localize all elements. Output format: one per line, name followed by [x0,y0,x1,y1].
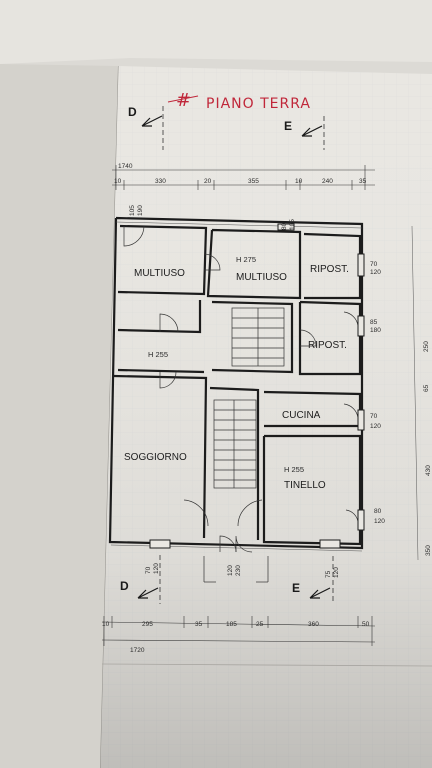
entrance-steps [203,556,269,583]
room-multiuso-center: MULTIUSO [236,272,287,283]
win-bottom-left-a: 70 [145,566,152,574]
right-dim-line [411,225,419,561]
bottom-dim-seg-1: 35 [195,621,203,628]
top-dimensions [112,165,375,190]
room-cucina: CUCINA [282,410,321,421]
door-swings [123,225,359,553]
win-right-2-b: 180 [370,327,381,334]
windows [149,223,365,549]
top-dim-left-edge: 10 [114,178,122,185]
side-dim-0: 250 [423,341,430,352]
win-right-1-b: 120 [370,269,381,276]
bottom-dim-total: 1720 [130,647,145,654]
room-soggiorno: SOGGIORNO [124,452,187,463]
section-d-top: D [128,105,137,119]
win-right-1-a: 70 [370,261,378,268]
bottom-dim-seg-4: 360 [308,621,319,628]
win-right-3-b: 120 [370,423,381,430]
win-bottom-right-a: 75 [325,570,332,578]
room-multiuso-left: MULTIUSO [134,268,185,279]
bottom-dim-seg-5: 50 [362,621,370,628]
win-right-4-b: 120 [374,518,385,525]
top-dim-total: 1740 [118,163,133,170]
title-underline [167,95,199,103]
height-tinello: H 255 [284,465,304,474]
title-mark: # [176,90,192,111]
top-dim-seg-4: 240 [322,178,333,185]
win-right-4-a: 80 [374,508,382,515]
room-ripost-top: RIPOST. [310,264,349,275]
side-dim-1: 65 [423,384,430,392]
height-multiuso-center: H 275 [236,255,256,264]
top-dim-seg-0: 330 [155,178,166,185]
top-dim-seg-3: 10 [295,178,303,185]
win-top-left-a: 105 [129,205,136,216]
win-bottom-right-b: 120 [333,567,340,578]
paper-shade [100,66,432,768]
section-e-top-arrow-icon [301,125,323,137]
section-e-bottom: E [292,581,300,595]
lower-stairs [213,399,257,489]
section-d-bottom: D [120,579,129,593]
sheet-fold-line [101,663,432,667]
section-d-top-arrow-icon [141,115,163,127]
bottom-dim-seg-2: 185 [226,621,237,628]
room-tinello: TINELLO [284,480,326,491]
section-d-bottom-arrow-icon [137,587,159,599]
top-dim-seg-1: 20 [204,178,212,185]
win-top-center-a: 80 [281,222,288,230]
top-dim-seg-5: 35 [359,178,367,185]
upper-stairs [231,307,285,367]
bottom-dim-seg-3: 25 [256,621,264,628]
win-top-left-b: 190 [137,205,144,216]
bottom-dim-left-edge: 10 [102,621,110,628]
bottom-dimensions [101,616,376,646]
section-e-top: E [284,119,292,133]
left-shadow [0,64,118,768]
title-text: PIANO TERRA [206,96,311,112]
win-right-2-a: 85 [370,319,378,326]
win-bottom-left-b: 120 [153,563,160,574]
section-e-bottom-arrow-icon [309,587,331,599]
room-ripost-bottom: RIPOST. [308,340,347,351]
win-bottom-center-a: 120 [227,565,234,576]
top-dim-seg-2: 355 [248,178,259,185]
side-dim-3: 350 [425,545,432,556]
top-sheet-fold [0,0,432,64]
side-dim-2: 430 [425,465,432,476]
win-right-3-a: 70 [370,413,378,420]
win-bottom-center-b: 230 [235,565,242,576]
height-corridor: H 255 [148,350,168,359]
bottom-dim-seg-0: 295 [142,621,153,628]
win-top-center-b: 105 [289,219,296,230]
